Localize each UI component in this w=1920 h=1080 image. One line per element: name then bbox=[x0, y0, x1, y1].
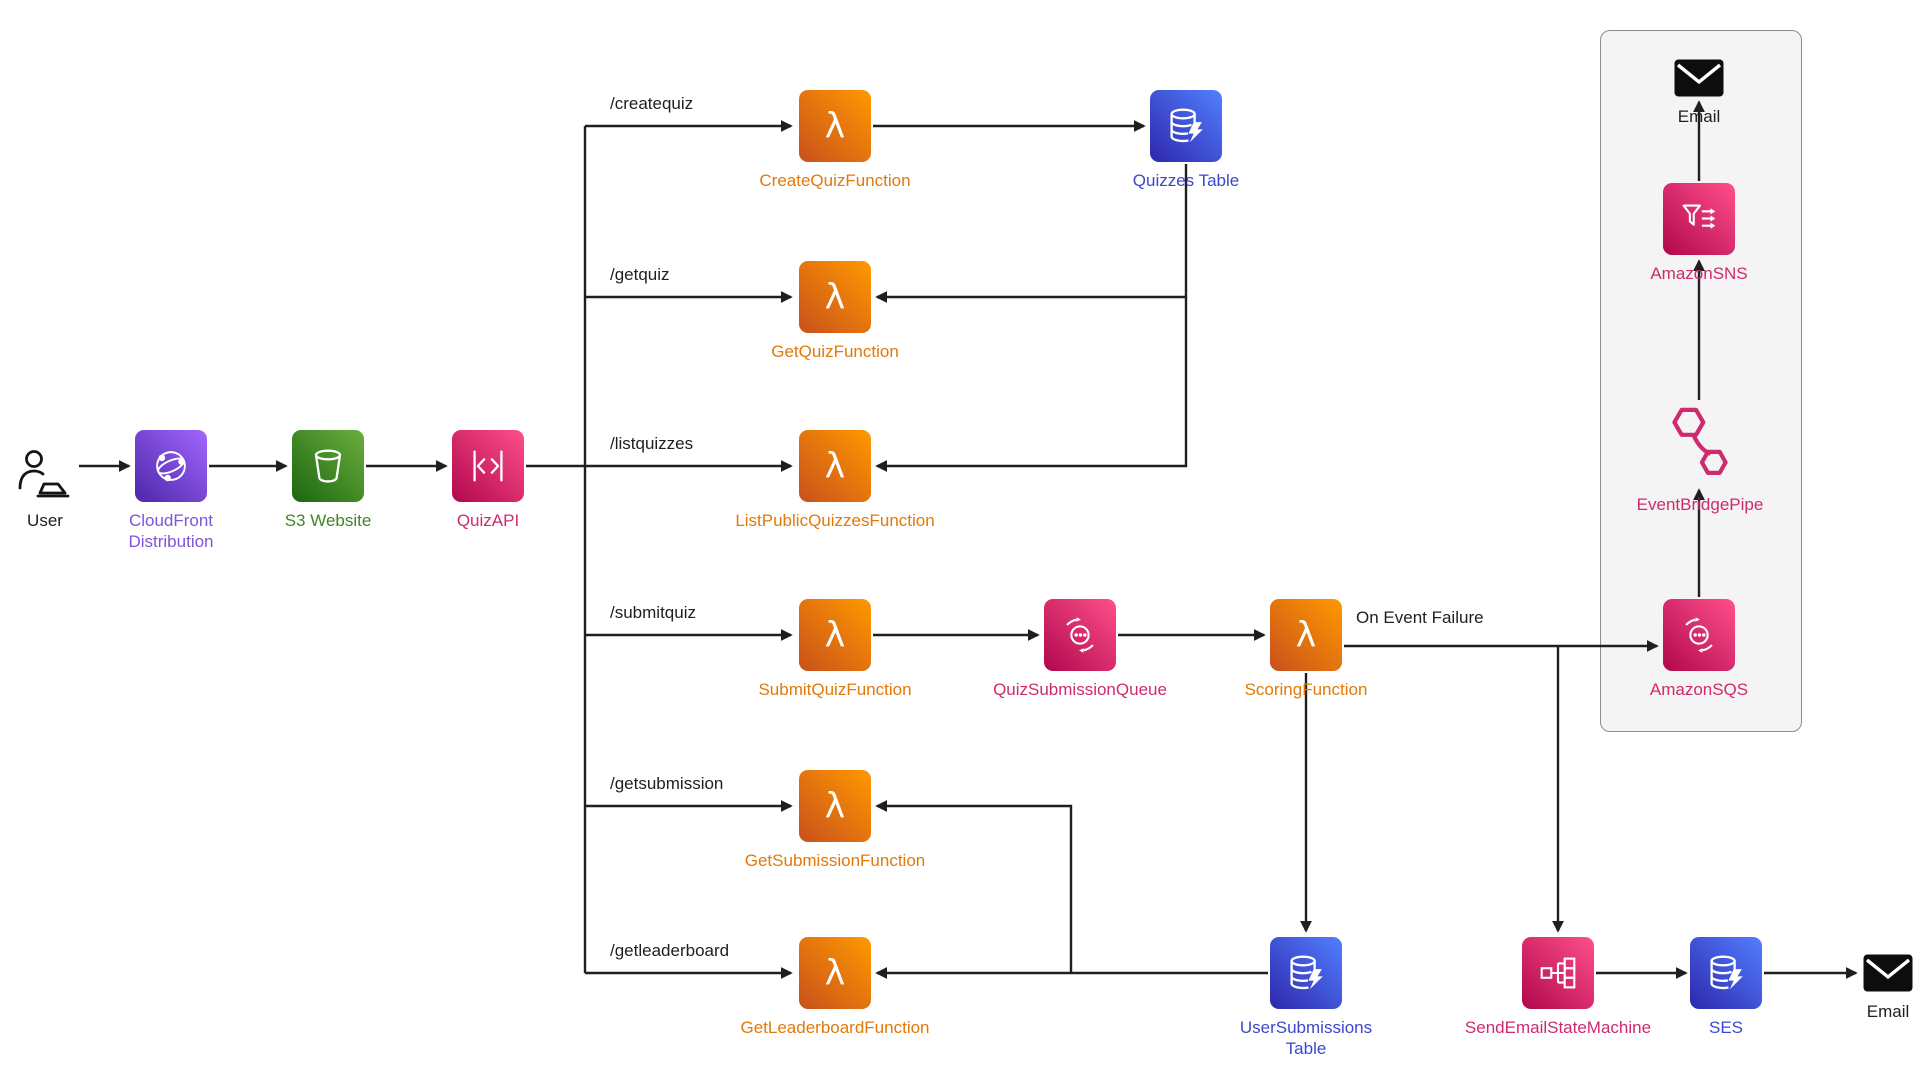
lambda-icon bbox=[799, 599, 871, 671]
edge-quizzestable-listquizzes bbox=[875, 164, 1188, 472]
sns-icon bbox=[1663, 183, 1735, 255]
sqs-queue-icon bbox=[1044, 599, 1116, 671]
quizzes-table-label: Quizzes Table bbox=[1132, 171, 1240, 190]
email-notify-node: Email bbox=[1673, 58, 1725, 127]
email-out-node: Email bbox=[1862, 953, 1914, 1022]
email-envelope-icon bbox=[1862, 953, 1914, 993]
eventbridgepipe-node: EventBridgePipe bbox=[1637, 402, 1763, 515]
createquiz-function-node: CreateQuizFunction bbox=[759, 90, 911, 191]
usersubmissions-table-node: UserSubmissions Table bbox=[1240, 937, 1372, 1060]
user-icon bbox=[12, 448, 78, 502]
submitquiz-function-node: SubmitQuizFunction bbox=[758, 599, 912, 700]
s3-website-label: S3 Website bbox=[284, 511, 372, 530]
usersubmissions-table-label: UserSubmissions Table bbox=[1239, 1018, 1373, 1059]
email-out-label: Email bbox=[1866, 1002, 1910, 1021]
email-notify-label: Email bbox=[1677, 107, 1721, 126]
getsubmission-function-node: GetSubmissionFunction bbox=[745, 770, 925, 871]
createquiz-function-label: CreateQuizFunction bbox=[759, 171, 911, 190]
amazonsns-node: AmazonSNS bbox=[1650, 183, 1748, 284]
database-table-icon bbox=[1270, 937, 1342, 1009]
listpublicquizzes-function-node: ListPublicQuizzesFunction bbox=[735, 430, 935, 531]
edge-label-on-event-failure: On Event Failure bbox=[1356, 608, 1484, 627]
lambda-icon bbox=[799, 430, 871, 502]
cloudfront-node: CloudFront Distribution bbox=[128, 430, 214, 553]
lambda-icon bbox=[1270, 599, 1342, 671]
route-getleaderboard-label: /getleaderboard bbox=[610, 941, 730, 960]
route-createquiz-label: /createquiz bbox=[610, 94, 694, 113]
lambda-icon bbox=[799, 90, 871, 162]
scoring-function-node: ScoringFunction bbox=[1245, 599, 1367, 700]
database-table-icon bbox=[1150, 90, 1222, 162]
quizsubmissionqueue-label: QuizSubmissionQueue bbox=[993, 680, 1167, 699]
sqs-queue-icon bbox=[1663, 599, 1735, 671]
getleaderboard-function-node: GetLeaderboardFunction bbox=[740, 937, 930, 1038]
eventbridgepipe-label: EventBridgePipe bbox=[1636, 495, 1764, 514]
route-getsubmission-label: /getsubmission bbox=[610, 774, 724, 793]
quizsubmissionqueue-node: QuizSubmissionQueue bbox=[993, 599, 1167, 700]
s3-bucket-icon bbox=[292, 430, 364, 502]
lambda-icon bbox=[799, 937, 871, 1009]
edge-usersubmissions-getsubmission bbox=[875, 800, 1073, 973]
quizzes-table-node: Quizzes Table bbox=[1133, 90, 1239, 191]
sendemailstatemachine-node: SendEmailStateMachine bbox=[1465, 937, 1651, 1038]
lambda-icon bbox=[799, 770, 871, 842]
getleaderboard-function-label: GetLeaderboardFunction bbox=[740, 1018, 930, 1037]
quizapi-node: QuizAPI bbox=[452, 430, 524, 531]
user-label: User bbox=[27, 511, 63, 530]
s3-website-node: S3 Website bbox=[285, 430, 371, 531]
quizapi-label: QuizAPI bbox=[456, 511, 520, 530]
scoring-function-label: ScoringFunction bbox=[1244, 680, 1368, 699]
cloudfront-icon bbox=[135, 430, 207, 502]
eventbridge-pipe-icon bbox=[1658, 402, 1742, 486]
amazonsns-label: AmazonSNS bbox=[1650, 264, 1748, 283]
ses-icon bbox=[1690, 937, 1762, 1009]
ses-node: SES bbox=[1690, 937, 1762, 1038]
amazonsqs-label: AmazonSQS bbox=[1649, 680, 1749, 699]
api-gateway-icon bbox=[452, 430, 524, 502]
cloudfront-label: CloudFront Distribution bbox=[128, 511, 214, 552]
route-getquiz-label: /getquiz bbox=[610, 265, 670, 284]
amazonsqs-node: AmazonSQS bbox=[1650, 599, 1748, 700]
getsubmission-function-label: GetSubmissionFunction bbox=[744, 851, 926, 870]
lambda-icon bbox=[799, 261, 871, 333]
ses-label: SES bbox=[1708, 1018, 1744, 1037]
route-submitquiz-label: /submitquiz bbox=[610, 603, 696, 622]
listpublicquizzes-function-label: ListPublicQuizzesFunction bbox=[735, 511, 935, 530]
submitquiz-function-label: SubmitQuizFunction bbox=[758, 680, 912, 699]
sendemailstatemachine-label: SendEmailStateMachine bbox=[1464, 1018, 1652, 1037]
getquiz-function-label: GetQuizFunction bbox=[771, 342, 899, 361]
getquiz-function-node: GetQuizFunction bbox=[771, 261, 899, 362]
email-envelope-icon bbox=[1673, 58, 1725, 98]
route-listquizzes-label: /listquizzes bbox=[610, 434, 694, 453]
user-node: User bbox=[12, 448, 78, 531]
state-machine-icon bbox=[1522, 937, 1594, 1009]
